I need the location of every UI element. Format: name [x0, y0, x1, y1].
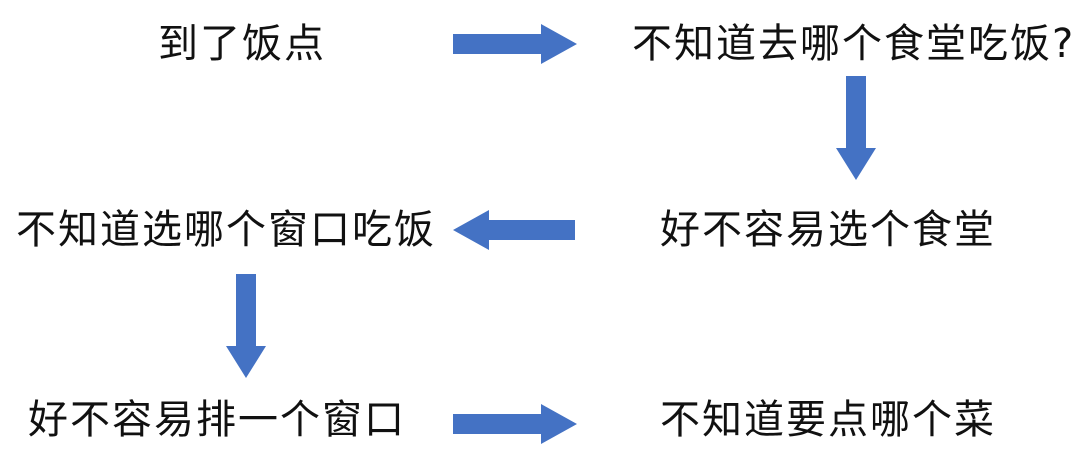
flow-step-which-dish: 不知道要点哪个菜 [660, 397, 996, 443]
flow-step-canteen-chosen: 好不容易选个食堂 [660, 207, 996, 253]
arrow-left-icon [453, 210, 575, 250]
flow-step-which-window: 不知道选哪个窗口吃饭 [16, 207, 436, 253]
arrow-down-icon [836, 76, 876, 180]
flow-step-which-canteen: 不知道去哪个食堂吃饭? [632, 21, 1076, 67]
flow-step-window-queued: 好不容易排一个窗口 [28, 397, 406, 443]
arrow-down-icon [226, 274, 266, 378]
flow-step-meal-time: 到了饭点 [158, 21, 326, 67]
arrow-right-icon [453, 404, 577, 444]
arrow-right-icon [453, 24, 577, 64]
